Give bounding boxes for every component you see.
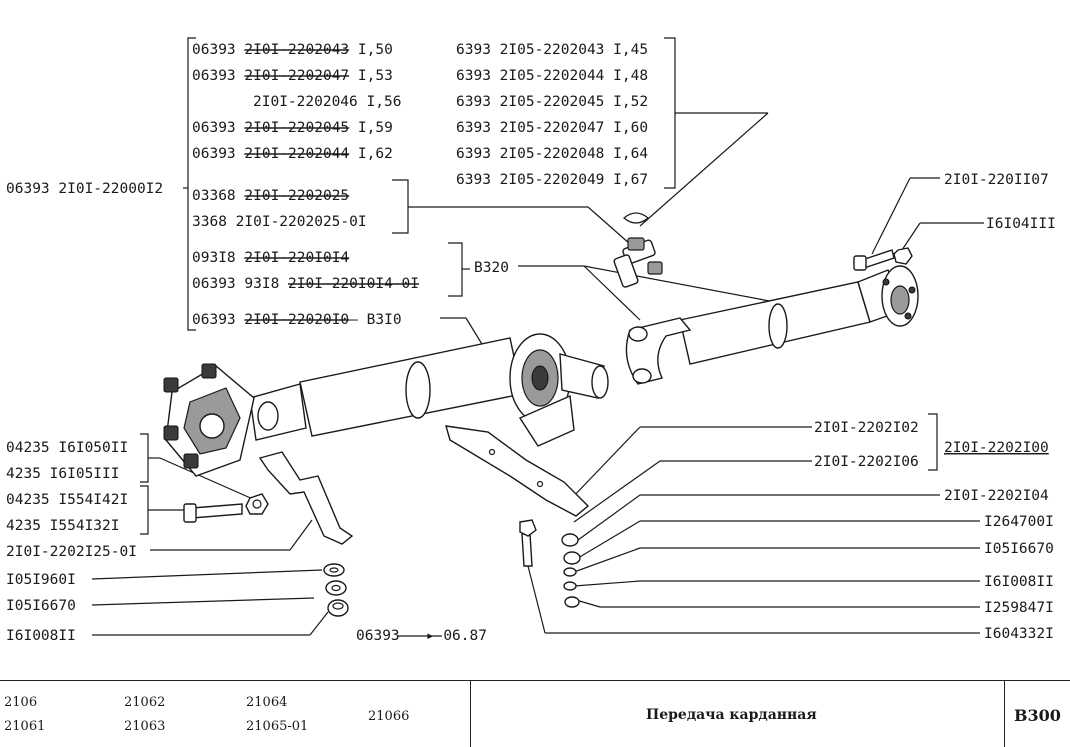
svg-text:06393 2I0I-2202045 I,59: 06393 2I0I-2202045 I,59	[192, 120, 393, 136]
svg-text:06393 2I0I-2202043 I,50: 06393 2I0I-2202043 I,50	[192, 42, 393, 58]
driveshaft-assembly-label: 06393 2I0I-22000I2	[6, 181, 163, 197]
svg-text:6393 2I05-2202044 I,48: 6393 2I05-2202044 I,48	[456, 68, 648, 84]
right-group-label-1: 2I0I-2202I02	[814, 420, 919, 436]
bracket-part-label: 2I0I-2202I25-0I	[6, 544, 137, 560]
yoke-label-b: 06393 93I8 2I0I-220I0I4-0I	[192, 276, 419, 292]
right-list: 6393 2I05-2202043 I,45 6393 2I05-2202044…	[456, 42, 648, 188]
nut-label: I6I04III	[986, 216, 1056, 232]
cross-label-a: 03368 2I0I-2202025	[192, 188, 349, 204]
model-5: 21064	[246, 695, 288, 710]
page-title: Передача карданная	[646, 707, 817, 723]
universal-joint-cross	[613, 212, 663, 288]
left-label-4: 4235 I554I32I	[6, 518, 120, 534]
right-list-label-5: I259847I	[984, 600, 1054, 616]
bolt-label: 2I0I-220II07	[944, 172, 1049, 188]
support-brackets	[258, 425, 590, 545]
cross-label-b: 3368 2I0I-2202025-0I	[192, 214, 367, 230]
washer-label-1: I05I960I	[6, 572, 76, 588]
svg-text:2I0I-2202046 I,56: 2I0I-2202046 I,56	[253, 94, 401, 110]
right-list-label-1: 2I0I-2202I04	[944, 488, 1049, 504]
right-list-label-6: I604332I	[984, 626, 1054, 642]
yoke-label-a: 093I8 2I0I-220I0I4	[192, 250, 349, 266]
svg-text:6393 2I05-2202049 I,67: 6393 2I05-2202049 I,67	[456, 172, 648, 188]
rear-driveshaft	[625, 265, 919, 385]
left-label-1: 04235 I6I050II	[6, 440, 128, 456]
front-driveshaft	[249, 333, 609, 447]
footer-divider-2	[1004, 681, 1005, 747]
right-list-label-3: I05I6670	[984, 541, 1054, 557]
svg-text:6393 2I05-2202043 I,45: 6393 2I05-2202043 I,45	[456, 42, 648, 58]
svg-text:6393 2I05-2202048 I,64: 6393 2I05-2202048 I,64	[456, 146, 648, 162]
svg-text:6393 2I05-2202045 I,52: 6393 2I05-2202045 I,52	[456, 94, 648, 110]
title-block: 2106 21061 21062 21063 21064 21065-01 21…	[0, 680, 1070, 747]
washers	[323, 533, 581, 617]
front-shaft-label: 06393 2I0I-22020I0— B3I0	[192, 312, 402, 328]
left-label-2: 4235 I6I05III	[6, 466, 120, 482]
right-group-total-label: 2I0I-2202I00	[944, 440, 1049, 456]
left-list: 06393 2I0I-2202043 I,50 06393 2I0I-22020…	[192, 42, 401, 162]
hardware	[183, 247, 913, 567]
model-7: 21066	[368, 709, 410, 724]
left-label-3: 04235 I554I42I	[6, 492, 128, 508]
right-list-label-2: I264700I	[984, 514, 1054, 530]
callout-text: 06393 2I0I-22000I2 06393 2I0I-2202043 I,…	[6, 42, 1056, 644]
svg-text:06393 2I0I-2202044 I,62: 06393 2I0I-2202044 I,62	[192, 146, 393, 162]
model-2: 21061	[4, 719, 46, 734]
footer-divider-1	[470, 681, 471, 747]
b320-label: B320	[474, 260, 509, 276]
flexible-coupling	[163, 363, 255, 477]
washer-label-2: I05I6670	[6, 598, 76, 614]
model-6: 21065-01	[246, 719, 309, 734]
driveshaft-diagram: 06393 2I0I-22000I2 06393 2I0I-2202043 I,…	[6, 37, 1056, 644]
right-list-label-4: I6I008II	[984, 574, 1054, 590]
right-group-label-2: 2I0I-2202I06	[814, 454, 919, 470]
model-3: 21062	[124, 695, 166, 710]
model-4: 21063	[124, 719, 166, 734]
svg-text:06393 2I0I-2202047 I,53: 06393 2I0I-2202047 I,53	[192, 68, 393, 84]
washer-label-3: I6I008II	[6, 628, 76, 644]
model-1: 2106	[4, 695, 38, 710]
page-code: B300	[1014, 706, 1061, 725]
svg-text:6393 2I05-2202047 I,60: 6393 2I05-2202047 I,60	[456, 120, 648, 136]
